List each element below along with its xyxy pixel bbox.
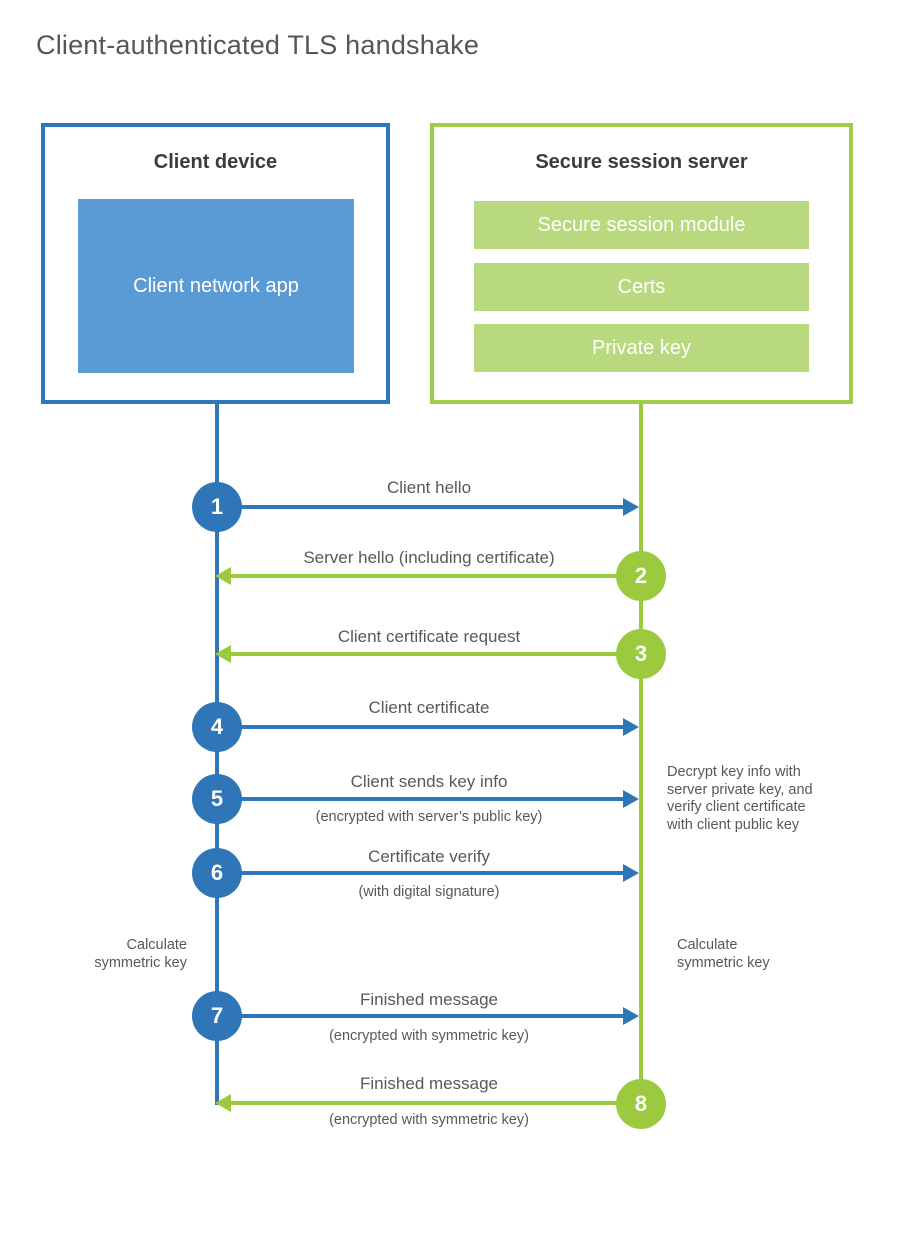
message-label-client-cert-request: Client certificate request: [337, 627, 521, 646]
step-circle-5: 5: [192, 774, 242, 824]
arrow-step-4: [232, 725, 623, 729]
arrowhead-step-8: [215, 1094, 231, 1112]
secure-session-server-title: Secure session server: [535, 151, 748, 173]
message-label-client-certificate: Client certificate: [368, 698, 490, 717]
arrowhead-step-4: [623, 718, 639, 736]
client-network-app-box: Client network app: [78, 199, 354, 373]
step-circle-7: 7: [192, 991, 242, 1041]
arrowhead-step-3: [215, 645, 231, 663]
message-label-finished-server: Finished message: [360, 1074, 498, 1093]
step-circle-2: 2: [616, 551, 666, 601]
message-label-finished-client: Finished message: [360, 990, 498, 1009]
message-label-client-key-info: Client sends key info: [350, 772, 508, 791]
arrowhead-step-2: [215, 567, 231, 585]
step-circle-8: 8: [616, 1079, 666, 1129]
page-title: Client-authenticated TLS handshake: [36, 30, 480, 60]
message-label-server-hello: Server hello (including certificate): [303, 548, 555, 567]
arrow-step-1: [232, 505, 623, 509]
message-label-certificate-verify: Certificate verify: [368, 847, 490, 866]
message-sub-certificate-verify: (with digital signature): [358, 884, 500, 900]
message-label-client-hello: Client hello: [386, 478, 472, 497]
arrow-step-6: [232, 871, 623, 875]
note-calculate-symmetric-key-server: Calculate symmetric key: [677, 937, 770, 971]
client-device-title: Client device: [153, 151, 278, 173]
arrowhead-step-7: [623, 1007, 639, 1025]
note-decrypt-key-info: Decrypt key info with server private key…: [667, 764, 813, 833]
arrow-step-5: [232, 797, 623, 801]
arrow-step-8: [231, 1101, 618, 1105]
arrowhead-step-5: [623, 790, 639, 808]
step-circle-3: 3: [616, 629, 666, 679]
client-lifeline: [215, 404, 219, 1105]
arrow-step-3: [231, 652, 618, 656]
step-circle-4: 4: [192, 702, 242, 752]
step-circle-1: 1: [192, 482, 242, 532]
message-sub-finished-client: (encrypted with symmetric key): [329, 1028, 529, 1044]
arrow-step-7: [232, 1014, 623, 1018]
message-sub-finished-server: (encrypted with symmetric key): [329, 1112, 529, 1128]
arrowhead-step-1: [623, 498, 639, 516]
message-sub-client-key-info: (encrypted with server’s public key): [315, 809, 543, 825]
step-circle-6: 6: [192, 848, 242, 898]
server-module-secure-session: Secure session module: [474, 201, 809, 249]
arrowhead-step-6: [623, 864, 639, 882]
server-module-certs: Certs: [474, 263, 809, 311]
server-module-private-key: Private key: [474, 324, 809, 372]
note-calculate-symmetric-key-client: Calculate symmetric key: [94, 937, 187, 971]
server-lifeline: [639, 404, 643, 1104]
arrow-step-2: [231, 574, 618, 578]
client-network-app-label: Client network app: [133, 275, 299, 297]
